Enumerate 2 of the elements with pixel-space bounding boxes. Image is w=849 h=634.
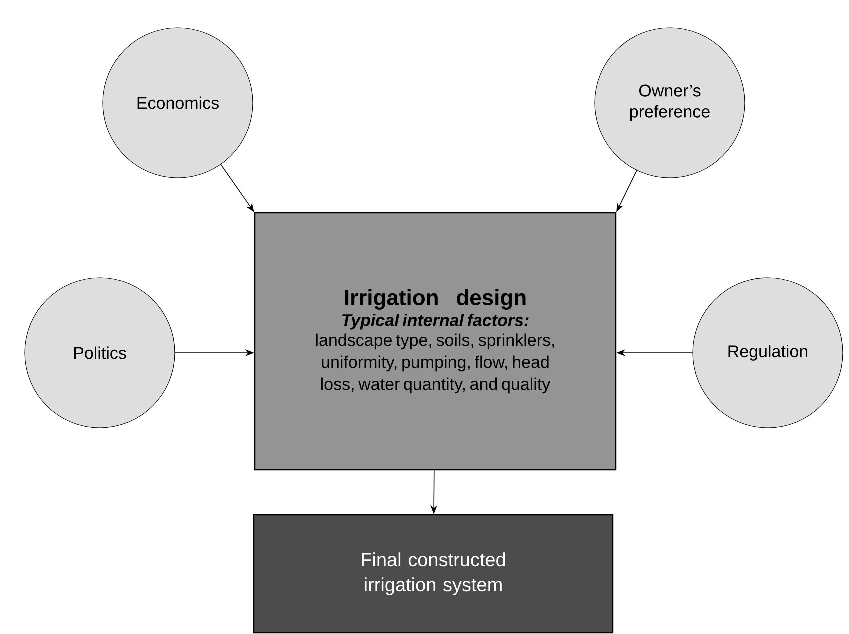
design-box: Irrigation design Typical internal factors: landscape type, soils, sprinklers, uniformity, pumping, flow, head loss, water quantity, and quality — [254, 212, 617, 471]
result-box: Final constructed irrigation system — [253, 514, 614, 634]
